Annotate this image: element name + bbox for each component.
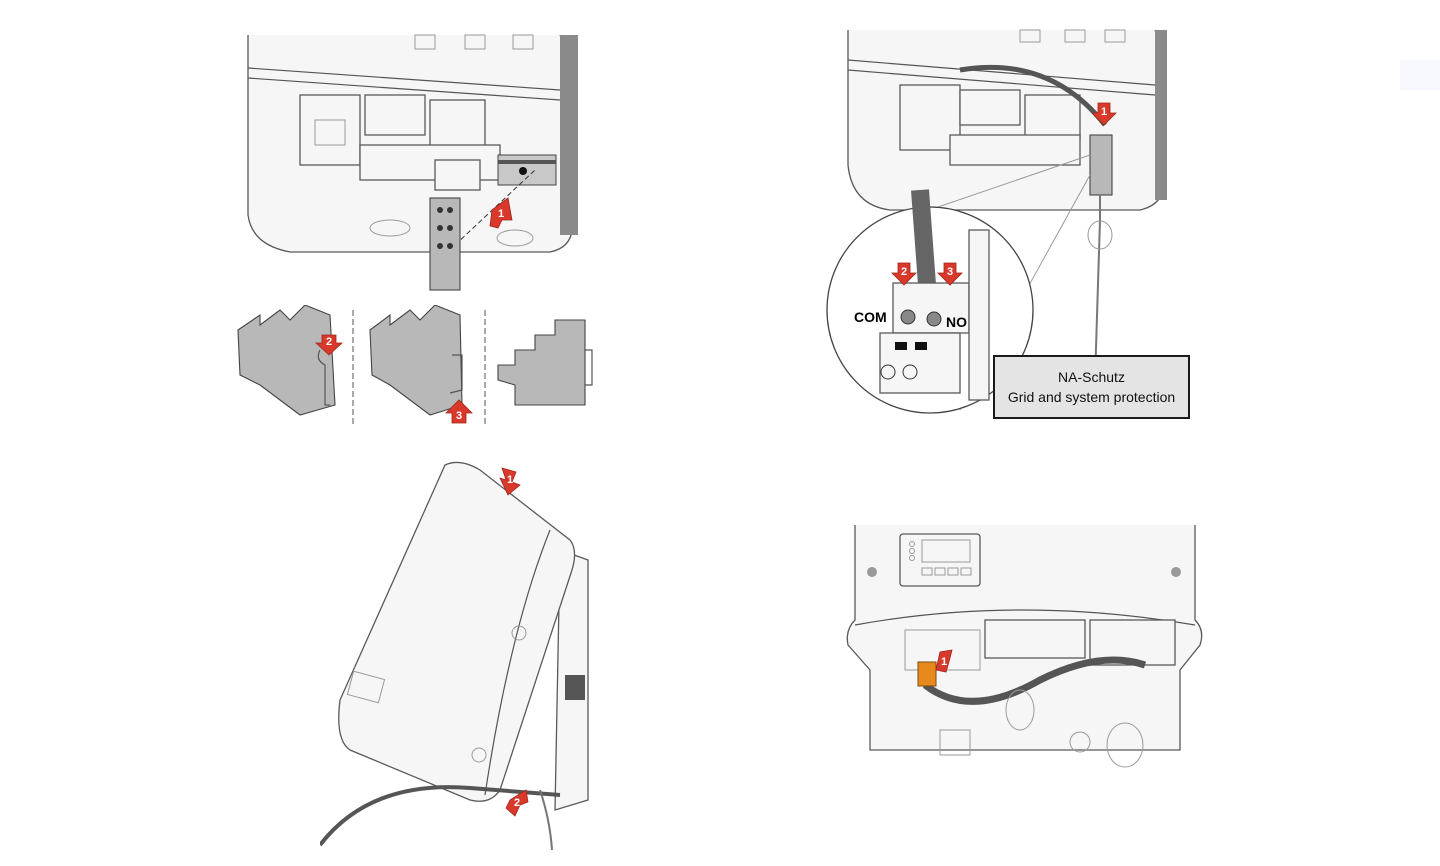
cover-edge: [484, 529, 551, 796]
step-arrow-1: 1: [499, 467, 521, 496]
terminal-block-group: [299, 94, 501, 191]
guide-line: [454, 169, 536, 246]
hinge-screw: [867, 567, 877, 577]
svg-text:2: 2: [514, 797, 520, 809]
cable-gland: [1005, 689, 1035, 731]
lid-tab: [414, 34, 436, 50]
hinge-screw: [1171, 567, 1181, 577]
step-arrow-1: 1: [935, 649, 953, 673]
signal-cable: [539, 789, 553, 850]
cover-screw: [471, 747, 487, 763]
faint-overlay-artifact: [1400, 60, 1440, 90]
svg-text:2: 2: [901, 266, 907, 278]
inverter-cover: [338, 461, 576, 802]
step-arrow-1: 1: [489, 197, 513, 229]
svg-text:3: 3: [456, 410, 462, 422]
relay-small: [1089, 134, 1113, 196]
signal-cable: [959, 64, 1107, 127]
step-arrow-3: 3: [445, 399, 473, 424]
housing-rim: [847, 59, 1156, 96]
panel-wire-relay-contacts: 1 2 3 COM NO: [820, 25, 1200, 425]
dc-switch: [939, 729, 971, 756]
panel-plug-connector: 1: [840, 520, 1210, 780]
relay-stage-seated: [497, 319, 593, 406]
display-panel: [899, 533, 981, 587]
housing-side-edge: [560, 35, 578, 235]
lid-tab: [512, 34, 534, 50]
lid-tab: [1019, 29, 1041, 43]
terminal-label-no: NO: [946, 314, 967, 330]
cable-gland: [1087, 220, 1113, 250]
cable-gland: [496, 229, 534, 247]
relay-stage-press: [369, 305, 463, 416]
svg-text:2: 2: [326, 336, 332, 348]
panel-mount-relay-base: 1: [230, 30, 590, 300]
com-screw: [900, 309, 916, 325]
housing-opening-rim: [854, 609, 1196, 626]
panel-din-rail-clip-sequence: 2 3: [230, 305, 600, 430]
step-arrow-3: 3: [937, 262, 963, 286]
svg-text:1: 1: [941, 656, 947, 668]
cable-gland: [369, 219, 411, 237]
step-arrow-2: 2: [314, 334, 344, 356]
terminal-label-com: COM: [854, 309, 887, 325]
svg-text:1: 1: [498, 208, 504, 220]
callout-grid-protection: NA-Schutz Grid and system protection: [993, 355, 1190, 419]
cover-screw: [511, 625, 527, 641]
relay-base: [429, 197, 461, 291]
terminal-block-group: [899, 84, 1081, 166]
svg-text:1: 1: [507, 474, 513, 486]
housing-rim: [247, 67, 561, 101]
cable-gland: [1069, 731, 1091, 753]
inverter-housing: [247, 34, 573, 253]
lid-tab: [1104, 29, 1126, 43]
step-arrow-2: 2: [891, 262, 917, 286]
signal-cable: [922, 656, 1147, 705]
callout-line-1: NA-Schutz: [1058, 369, 1125, 385]
housing-side-edge: [1155, 30, 1167, 200]
panel-close-cover: 1 2: [320, 450, 600, 850]
vent-grille: [565, 675, 585, 700]
relay-detail: [879, 189, 990, 401]
cable-out: [1094, 195, 1101, 381]
orange-connector: [917, 661, 937, 687]
svg-text:1: 1: [1101, 106, 1107, 118]
ac-cable: [320, 785, 561, 847]
lid-tab: [464, 34, 486, 50]
callout-line-2: Grid and system protection: [1007, 389, 1176, 405]
svg-text:3: 3: [947, 266, 953, 278]
no-screw: [926, 311, 942, 327]
step-arrow-2: 2: [505, 789, 529, 817]
cable-gland: [1106, 722, 1144, 768]
din-rail: [497, 154, 557, 186]
lid-tab: [1064, 29, 1086, 43]
display-window: [346, 670, 386, 704]
relay-stage-hook: [237, 305, 336, 416]
step-arrow-1: 1: [1091, 102, 1117, 126]
